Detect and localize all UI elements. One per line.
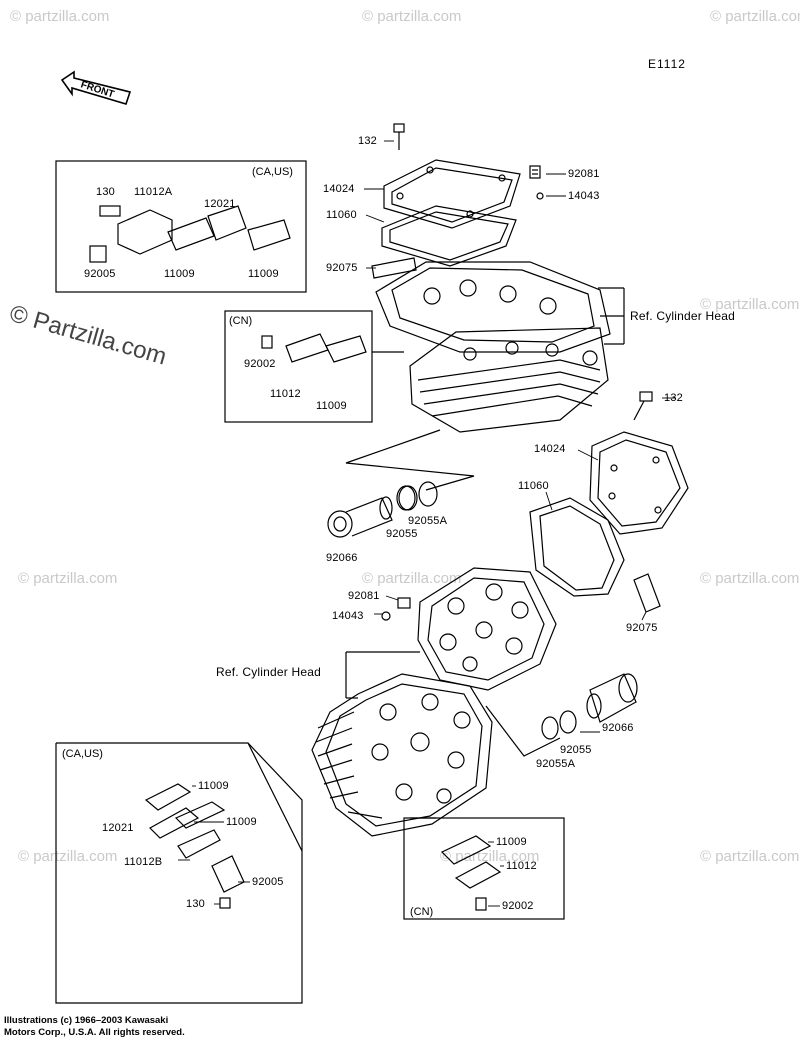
gasket-mid [529, 497, 625, 597]
part-label: 11009 [164, 268, 195, 280]
part-label: 92055 [386, 528, 418, 540]
part-label: 14024 [534, 443, 566, 455]
part-label: 92055A [408, 515, 448, 527]
cylinder-head-front [311, 673, 493, 837]
gasket-top [381, 205, 517, 267]
box-cn-top [224, 310, 373, 423]
box-ca-us-top [55, 160, 307, 293]
part-label: 11009 [226, 816, 257, 828]
watermark: © partzilla.com [700, 570, 800, 587]
part-label: 12021 [204, 198, 236, 210]
ref-cylinder-head-bottom: Ref. Cylinder Head [216, 665, 321, 679]
box-label-cn-bottom: (CN) [410, 906, 434, 918]
part-label: 92075 [626, 622, 658, 634]
part-label: 92081 [568, 168, 600, 180]
front-arrow-icon: FRONT [60, 70, 132, 105]
part-label: 11060 [518, 480, 549, 492]
watermark: © partzilla.com [362, 8, 462, 25]
part-label: 92005 [84, 268, 116, 280]
watermark: © partzilla.com [362, 570, 462, 587]
part-label: 132 [664, 392, 683, 404]
part-label: 132 [358, 135, 377, 147]
copyright-line: Motors Corp., U.S.A. All rights reserved… [4, 1027, 185, 1038]
copyright-line: Illustrations (c) 1966–2003 Kawasaki [4, 1015, 169, 1026]
watermark: © partzilla.com [700, 296, 800, 313]
box-label-ca-us-bottom: (CA,US) [62, 748, 103, 760]
box-cn-bottom [403, 817, 565, 920]
watermark: © partzilla.com [440, 848, 540, 865]
part-label: 14024 [323, 183, 355, 195]
part-label: 92002 [502, 900, 534, 912]
part-label: 11012 [506, 860, 537, 872]
part-label: 92055 [560, 744, 592, 756]
watermark: © partzilla.com [10, 8, 110, 25]
watermark: © partzilla.com [18, 848, 118, 865]
part-label: 11012B [124, 856, 163, 868]
box-label-cn-top: (CN) [229, 315, 253, 327]
ref-cylinder-head-top: Ref. Cylinder Head [630, 309, 735, 323]
part-label: 130 [96, 186, 115, 198]
part-label: 11009 [198, 780, 229, 792]
cylinder-head-top [375, 261, 611, 353]
box-ca-us-bottom [55, 742, 303, 1004]
part-label: 11012A [134, 186, 173, 198]
part-label: 92081 [348, 590, 380, 602]
copyright-notice: Illustrations (c) 1966–2003 Kawasaki Mot… [4, 1015, 185, 1039]
part-label: 11012 [270, 388, 301, 400]
part-label: 92066 [326, 552, 358, 564]
diagram-code: E1112 [648, 57, 686, 71]
part-label: 14043 [332, 610, 364, 622]
part-label: 12021 [102, 822, 134, 834]
part-label: 11009 [496, 836, 527, 848]
part-label: 11009 [316, 400, 347, 412]
part-label: 14043 [568, 190, 600, 202]
part-label: 92005 [252, 876, 284, 888]
part-label: 92066 [602, 722, 634, 734]
watermark: © partzilla.com [710, 8, 800, 25]
part-label: 92002 [244, 358, 276, 370]
part-label: 130 [186, 898, 205, 910]
box-label-ca-us-top: (CA,US) [252, 166, 293, 178]
part-label: 92075 [326, 262, 358, 274]
valve-cover-top [383, 159, 521, 229]
watermark: © partzilla.com [700, 848, 800, 865]
valve-cover-mid [589, 431, 689, 535]
cylinder-head-rear [417, 567, 557, 691]
watermark: © partzilla.com [18, 570, 118, 587]
part-label: 11060 [326, 209, 357, 221]
part-label: 92055A [536, 758, 576, 770]
part-label: 11009 [248, 268, 279, 280]
